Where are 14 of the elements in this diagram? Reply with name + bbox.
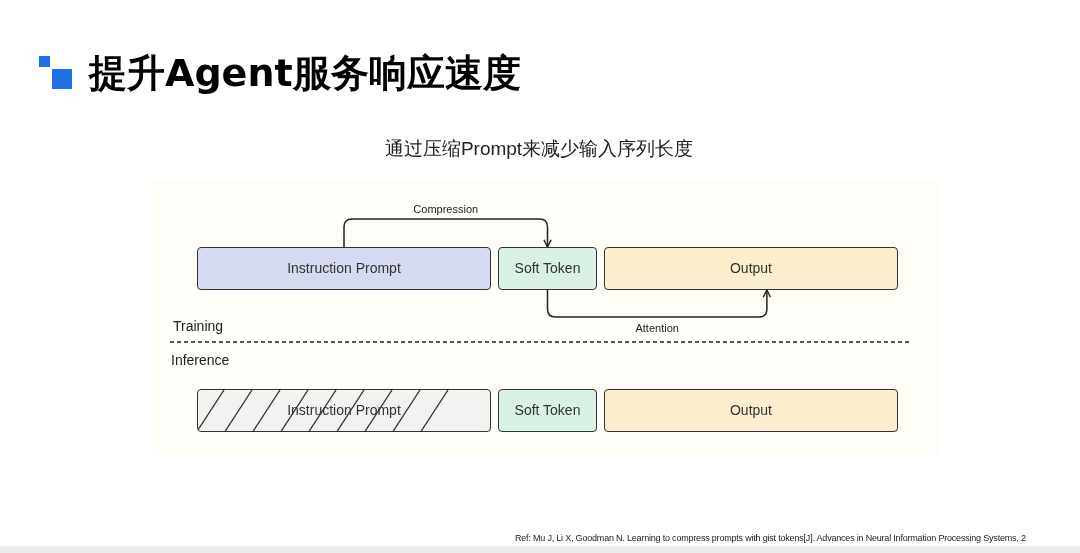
token-box: Output xyxy=(604,247,898,290)
subtitle: 通过压缩Prompt来减少输入序列长度 xyxy=(383,137,695,161)
token-box: Soft Token xyxy=(498,247,597,290)
edge-label: Compression xyxy=(412,202,480,216)
token-box: Instruction Prompt xyxy=(197,247,491,290)
section-label: Inference xyxy=(171,352,230,369)
token-box: Soft Token xyxy=(498,389,597,432)
arrow xyxy=(546,289,772,318)
edge-label: Attention xyxy=(634,321,680,335)
token-box: Output xyxy=(604,389,898,432)
title: 提升Agent服务响应速度 xyxy=(89,50,521,96)
section-label: Training xyxy=(173,318,224,335)
reference-note: Ref: Mu J, Li X, Goodman N. Learning to compress prompts with gist tokens[J]. Advances in Neural Information Processing Systems, 2 xyxy=(515,533,1026,544)
arrow xyxy=(343,218,552,248)
